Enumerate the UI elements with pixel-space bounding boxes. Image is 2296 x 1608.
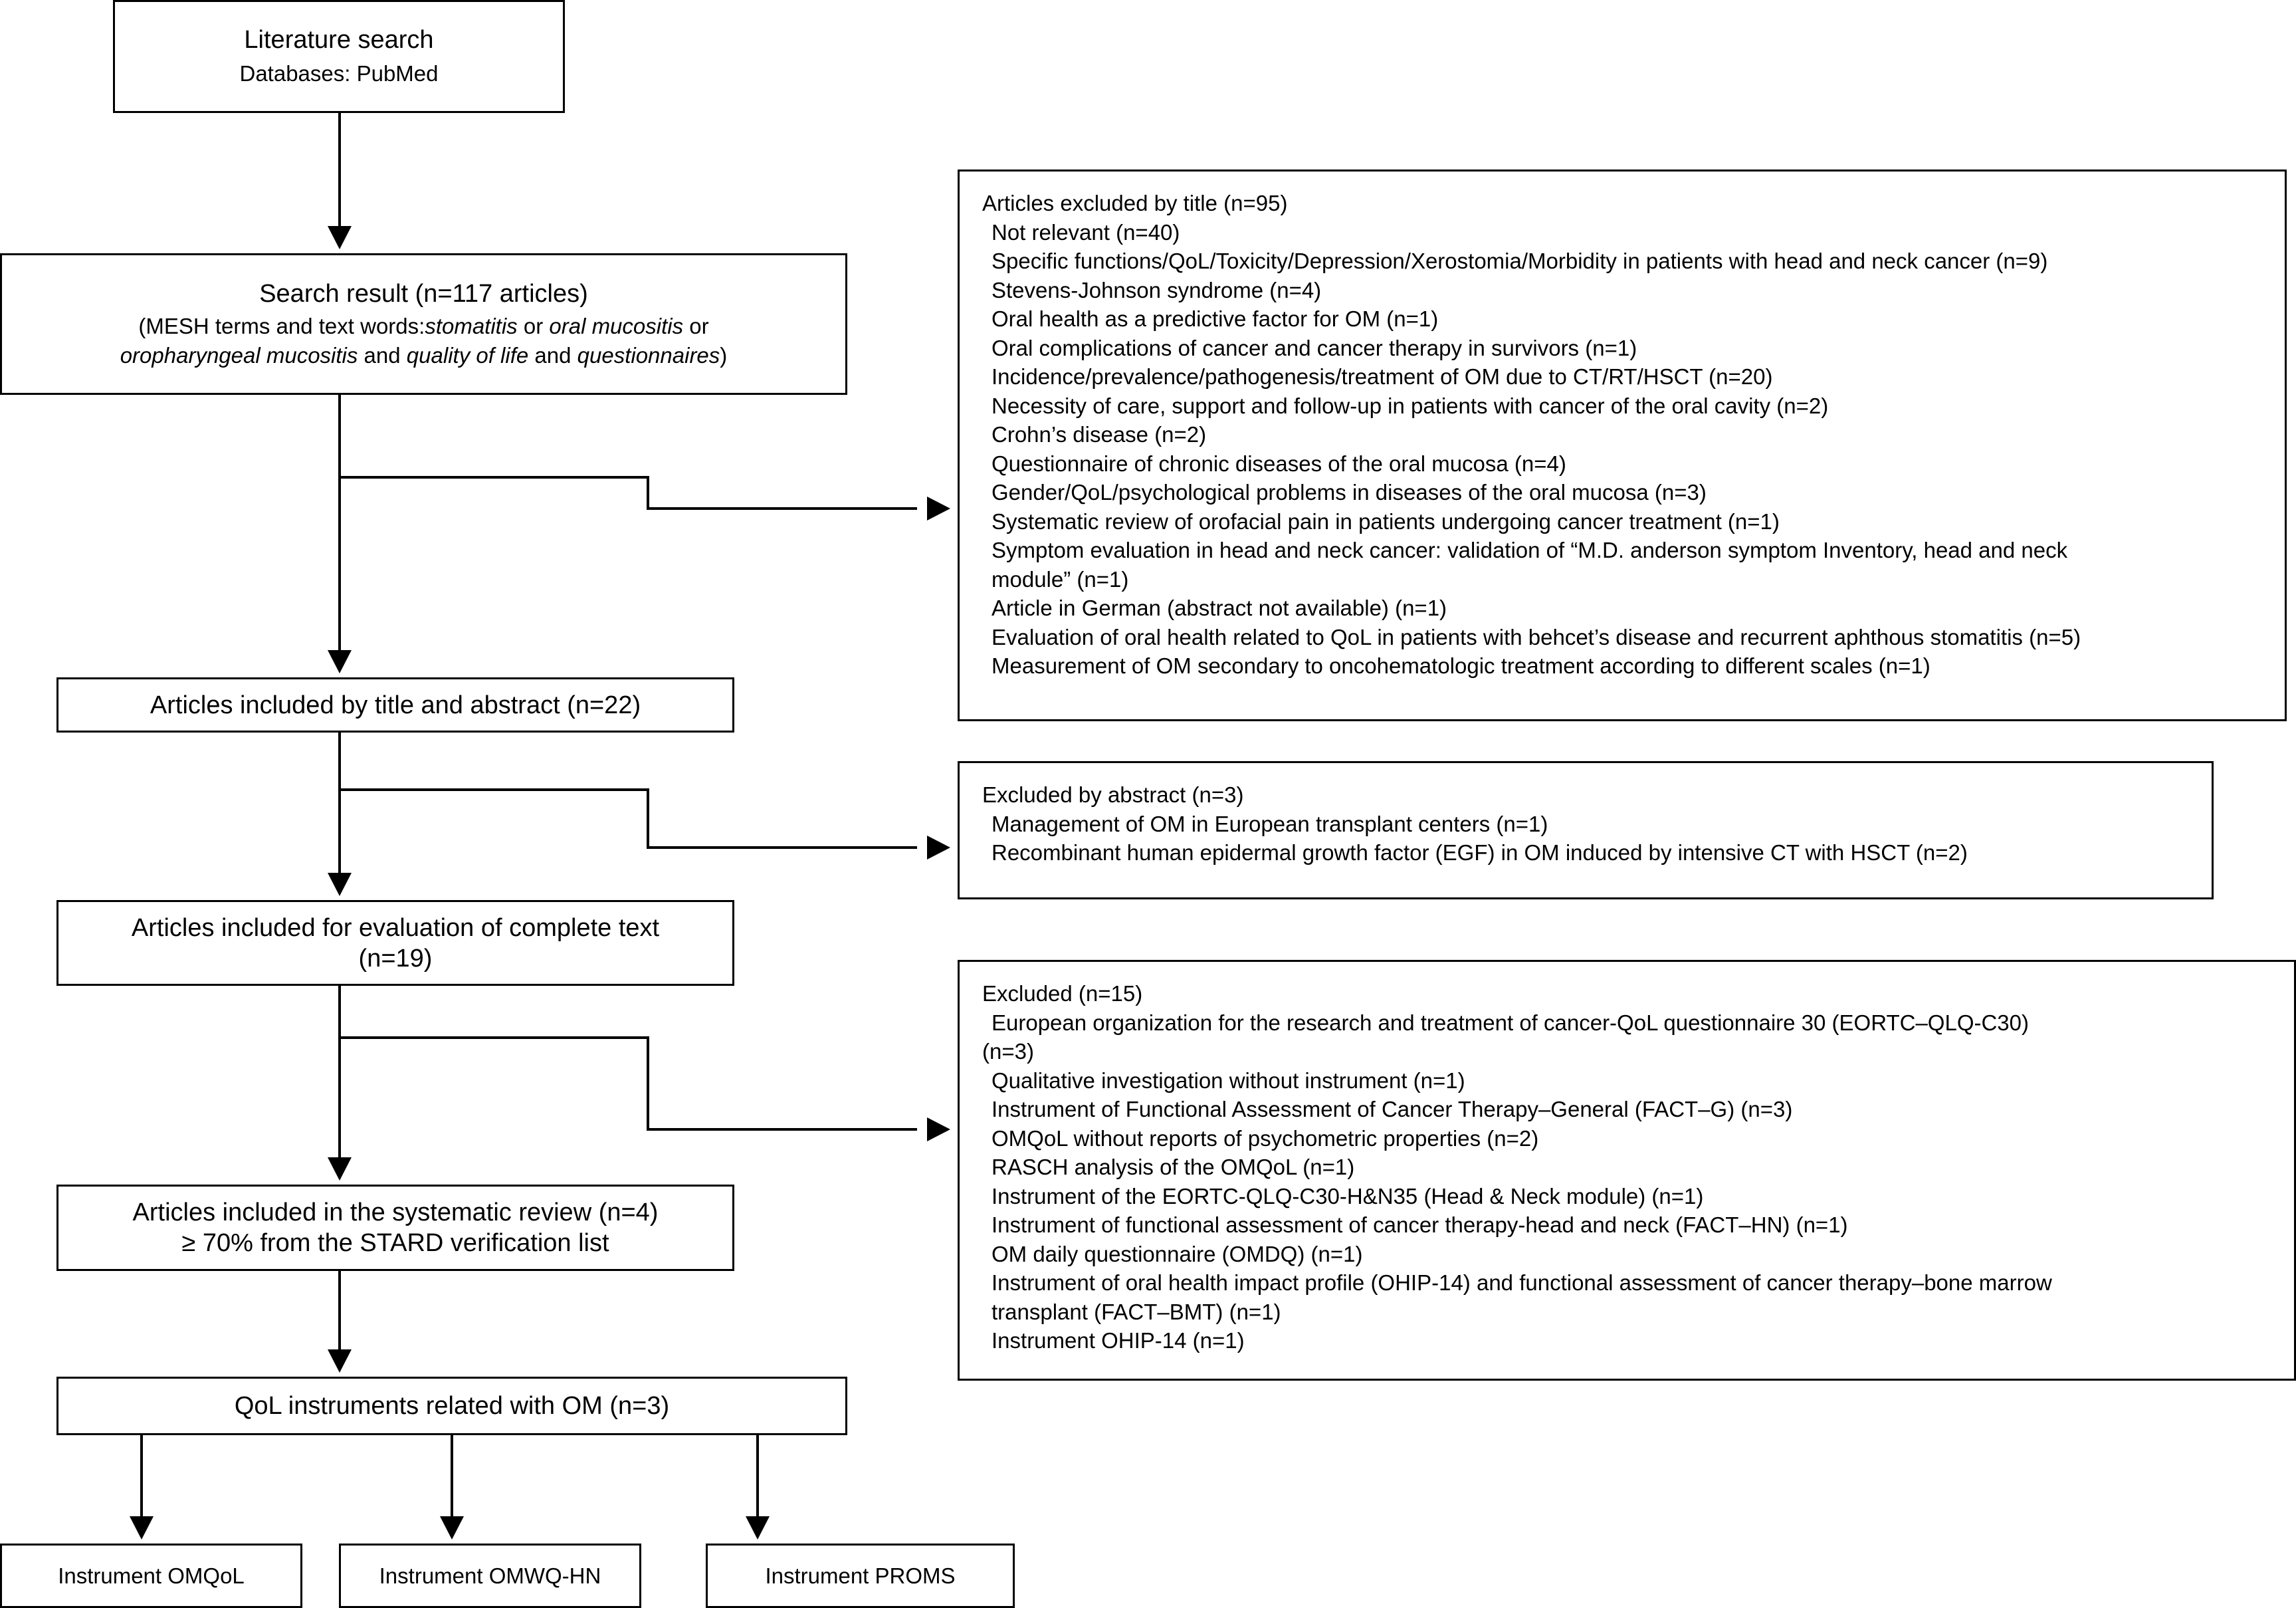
excluded-title-item: Crohn’s disease (n=2) [991,422,1207,447]
literature-search-box: Literature search Databases: PubMed [113,0,565,113]
excluded-fulltext-item: OM daily questionnaire (OMDQ) (n=1) [991,1241,1363,1266]
arrow-down-icon [328,1157,352,1181]
excluded-title-item: Necessity of care, support and follow-up… [991,393,1829,418]
arrow-down-icon [328,1349,352,1373]
arrow-right-icon [927,836,950,860]
literature-search-databases: Databases: PubMed [239,61,439,86]
instrument-omwq-hn-box: Instrument OMWQ-HN [339,1544,641,1608]
qol-instruments-label: QoL instruments related with OM (n=3) [234,1392,670,1420]
review-line1: Articles included in the systematic revi… [132,1199,659,1226]
included-title-abstract-label: Articles included by title and abstract … [150,691,641,719]
excluded-by-title-heading: Articles excluded by title (n=95) [982,191,1288,215]
included-title-abstract-box: Articles included by title and abstract … [56,677,734,733]
complete-text-line2: (n=19) [358,944,433,973]
connector-line [340,788,917,849]
excluded-fulltext-item: OMQoL without reports of psychometric pr… [991,1125,1539,1151]
qol-instruments-box: QoL instruments related with OM (n=3) [56,1377,847,1435]
excluded-fulltext-box: Excluded (n=15) European organization fo… [958,960,2296,1381]
excluded-fulltext-item-continued: transplant (FACT–BMT) (n=1) [991,1299,1281,1324]
instrument-label: Instrument OMQoL [58,1563,245,1588]
excluded-title-item: Measurement of OM secondary to oncohemat… [991,653,1931,678]
excluded-abstract-item: Recombinant human epidermal growth facto… [991,840,1968,865]
arrow-down-icon [746,1516,770,1540]
complete-text-line1: Articles included for evaluation of comp… [131,913,660,942]
excluded-title-item-continued: module” (n=1) [991,566,1129,592]
arrow-right-icon [927,1117,950,1141]
arrow-down-icon [328,873,352,896]
excluded-title-item: Evaluation of oral health related to QoL… [991,624,2081,649]
excluded-fulltext-item: Instrument of oral health impact profile… [991,1270,2052,1295]
arrow-down-icon [440,1516,464,1540]
excluded-title-item: Questionnaire of chronic diseases of the… [991,451,1566,476]
connector-line [340,476,917,510]
excluded-by-abstract-box: Excluded by abstract (n=3) Management of… [958,761,2214,899]
excluded-fulltext-item: Instrument of the EORTC-QLQ-C30-H&N35 (H… [991,1183,1704,1208]
excluded-fulltext-item: Instrument of Functional Assessment of C… [991,1097,1793,1121]
excluded-fulltext-item-continued: (n=3) [982,1039,1034,1064]
instrument-label: Instrument PROMS [765,1563,956,1588]
excluded-title-item: Article in German (abstract not availabl… [991,596,1447,620]
instrument-label: Instrument OMWQ-HN [379,1563,601,1588]
arrow-down-icon [328,226,352,249]
review-line2: ≥ 70% from the STARD verification list [181,1229,609,1257]
excluded-title-item: Oral health as a predictive factor for O… [991,306,1439,331]
search-result-box: Search result (n=117 articles) (MESH ter… [0,253,847,395]
excluded-title-item: Incidence/prevalence/pathogenesis/treatm… [991,364,1773,389]
instrument-proms-box: Instrument PROMS [706,1544,1015,1608]
arrow-down-icon [328,650,352,673]
excluded-fulltext-item: Instrument OHIP-14 (n=1) [991,1328,1245,1353]
excluded-by-title-box: Articles excluded by title (n=95) Not re… [958,170,2287,721]
excluded-title-item: Specific functions/QoL/Toxicity/Depressi… [991,249,2048,273]
excluded-title-item: Systematic review of orofacial pain in p… [991,509,1780,534]
search-terms-line1: (MESH terms and text words:stomatitis or… [138,314,709,338]
excluded-title-item: Oral complications of cancer and cancer … [991,335,1637,360]
excluded-by-abstract-heading: Excluded by abstract (n=3) [982,782,1244,807]
literature-search-title: Literature search [244,26,434,55]
excluded-title-item: Symptom evaluation in head and neck canc… [991,538,2068,562]
excluded-title-item: Not relevant (n=40) [991,219,1180,245]
search-result-title: Search result (n=117 articles) [259,280,588,308]
included-complete-text-box: Articles included for evaluation of comp… [56,900,734,986]
excluded-title-item: Gender/QoL/psychological problems in dis… [991,480,1707,505]
excluded-title-item: Stevens-Johnson syndrome (n=4) [991,277,1322,302]
arrow-right-icon [927,497,950,520]
excluded-fulltext-heading: Excluded (n=15) [982,981,1143,1006]
included-review-box: Articles included in the systematic revi… [56,1185,734,1271]
excluded-fulltext-item: Instrument of functional assessment of c… [991,1212,1848,1237]
excluded-fulltext-item: European organization for the research a… [991,1010,2030,1035]
excluded-fulltext-item: Qualitative investigation without instru… [991,1068,1465,1093]
instrument-omqol-box: Instrument OMQoL [0,1544,302,1608]
arrow-down-icon [130,1516,154,1540]
excluded-abstract-item: Management of OM in European transplant … [991,811,1548,836]
search-terms-line2: oropharyngeal mucositis and quality of l… [120,342,728,368]
excluded-fulltext-item: RASCH analysis of the OMQoL (n=1) [991,1155,1355,1179]
connector-line [340,1036,917,1131]
